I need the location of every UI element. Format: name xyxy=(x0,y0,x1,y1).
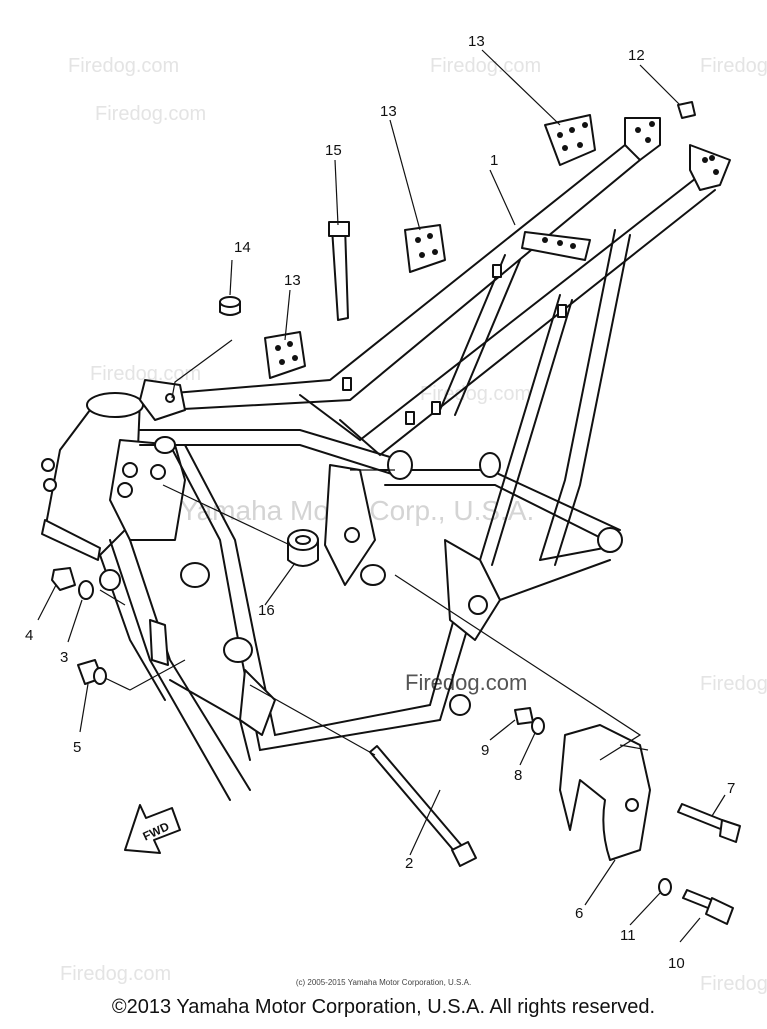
callout-5: 5 xyxy=(73,739,81,756)
bolt-2 xyxy=(369,745,477,867)
bolt-10 xyxy=(682,889,734,925)
watermark-center: Firedog.com xyxy=(405,670,527,695)
watermark: Firedog.com xyxy=(700,973,767,995)
callout-14: 14 xyxy=(234,239,251,256)
frame xyxy=(41,117,731,801)
callout-9: 9 xyxy=(481,742,489,759)
callout-15: 15 xyxy=(325,142,342,159)
callout-13-left: 13 xyxy=(284,272,301,289)
callout-10: 10 xyxy=(668,955,685,972)
cap-14 xyxy=(219,296,241,316)
nut-4 xyxy=(51,567,76,591)
callout-4: 4 xyxy=(25,627,33,644)
callouts: 1 2 3 4 5 6 7 8 9 10 11 12 13 13 13 14 1… xyxy=(25,33,735,972)
callout-1: 1 xyxy=(490,152,498,169)
callout-16: 16 xyxy=(258,602,275,619)
washer-11 xyxy=(658,878,672,896)
callout-13-top: 13 xyxy=(468,33,485,50)
fwd-arrow-icon: FWD xyxy=(124,804,181,854)
callout-7: 7 xyxy=(727,780,735,797)
credit-line: (c) 2005-2015 Yamaha Motor Corporation, … xyxy=(295,978,472,987)
bolt-7 xyxy=(677,803,741,843)
callout-3: 3 xyxy=(60,649,68,666)
bracket-13-top xyxy=(544,114,596,166)
watermark: Firedog.com xyxy=(60,963,171,985)
washer-3 xyxy=(78,580,94,600)
watermark: Firedog.com xyxy=(700,55,767,77)
watermark: Firedog.com xyxy=(700,673,767,695)
watermark: Firedog.com xyxy=(68,55,179,77)
collar-5 xyxy=(77,659,107,685)
washer-8 xyxy=(531,717,545,735)
callout-12: 12 xyxy=(628,47,645,64)
grommet-16 xyxy=(287,529,319,567)
watermark: Firedog.com xyxy=(90,363,201,385)
callout-11: 11 xyxy=(620,927,636,944)
watermark: Firedog.com xyxy=(95,103,206,125)
callout-6: 6 xyxy=(575,905,583,922)
nut-12 xyxy=(677,101,696,119)
callout-2: 2 xyxy=(405,855,413,872)
copyright-notice: ©2013 Yamaha Motor Corporation, U.S.A. A… xyxy=(111,996,656,1018)
callout-13-mid: 13 xyxy=(380,103,397,120)
watermark: Firedog.com xyxy=(420,383,531,405)
leader-lines xyxy=(37,49,726,943)
strap-15 xyxy=(328,221,350,321)
bracket-13-left xyxy=(264,331,306,379)
bracket-13-mid xyxy=(404,224,446,273)
nut-9 xyxy=(514,707,534,725)
bracket-6 xyxy=(559,724,651,861)
watermark: Firedog.com xyxy=(430,55,541,77)
callout-8: 8 xyxy=(514,767,522,784)
